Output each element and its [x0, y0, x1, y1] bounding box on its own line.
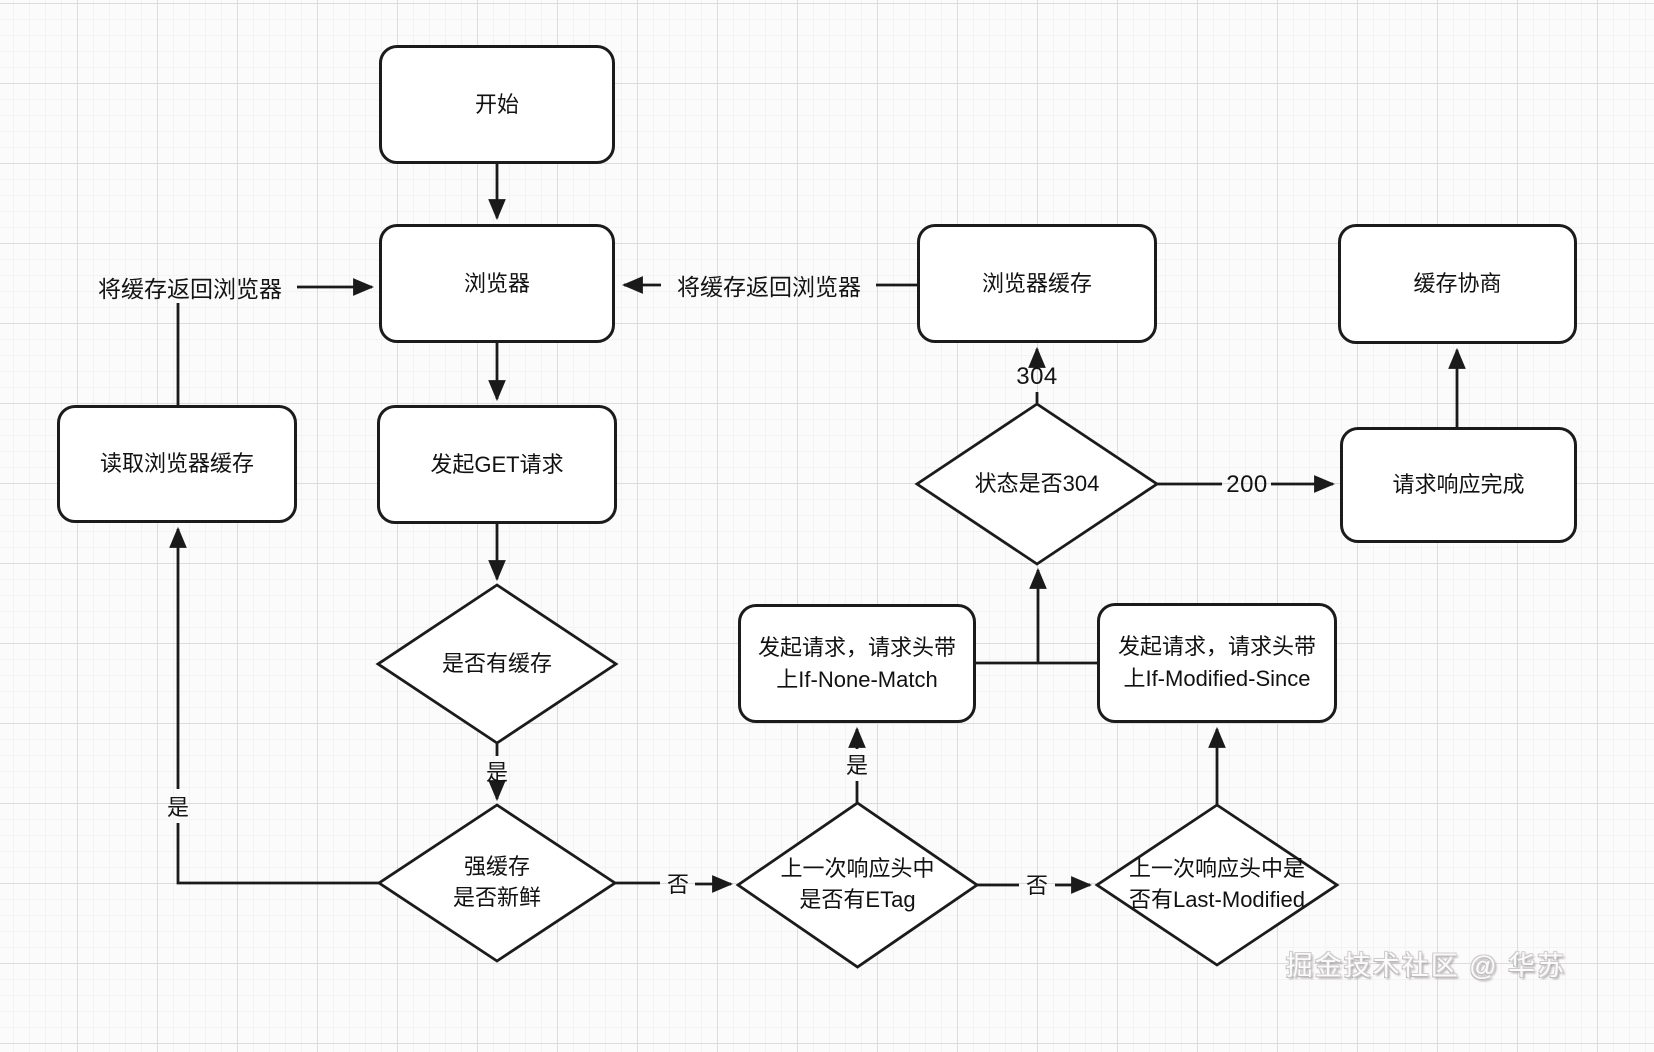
diamond-has-cache-label: 是否有缓存 [441, 650, 552, 676]
node-browser-cache: 浏览器缓存 [917, 224, 1157, 343]
node-get-request: 发起GET请求 [377, 405, 617, 524]
diamond-shape [917, 404, 1157, 564]
edge-label-no-etag: 否 [1025, 873, 1049, 898]
node-browser: 浏览器 [379, 224, 615, 343]
edge-request-boxes-to-status304 [976, 567, 1097, 665]
watermark: 掘金技术社区 @ 华苏 [1285, 951, 1566, 981]
node-browser-cache-label: 浏览器缓存 [981, 270, 1092, 296]
edge-label-return-cache-right: 将缓存返回浏览器 [677, 274, 861, 300]
edge-label-yes-to-read-cache: 是 [166, 795, 190, 820]
node-response-complete-label: 请求响应完成 [1392, 472, 1525, 498]
edge-strong-cache-yes-to-read-cache [169, 526, 379, 885]
node-start-label: 开始 [474, 91, 519, 117]
diamond-shape [379, 805, 615, 961]
edge-label-yes-has-cache: 是 [485, 760, 509, 785]
diamond-shape [378, 585, 616, 743]
diamond-has-last-modified: 上一次响应头中是 否有Last-Modified [1097, 805, 1337, 965]
diamond-has-cache: 是否有缓存 [378, 585, 616, 743]
diamond-shape [738, 803, 977, 967]
node-start: 开始 [379, 45, 615, 164]
diamond-shape [1097, 805, 1337, 965]
diamond-has-last-modified-label: 上一次响应头中是 否有Last-Modified [1128, 856, 1306, 912]
node-read-browser-cache: 读取浏览器缓存 [57, 405, 297, 523]
node-read-browser-cache-label: 读取浏览器缓存 [99, 451, 254, 477]
node-cache-negotiation-label: 缓存协商 [1413, 271, 1502, 297]
edge-label-no-fresh: 否 [666, 872, 690, 897]
node-if-modified-since: 发起请求，请求头带 上If-Modified-Since [1097, 603, 1337, 723]
edge-label-304: 304 [1016, 363, 1058, 390]
diamond-has-etag-label: 上一次响应头中 是否有ETag [780, 856, 935, 912]
node-if-none-match-label: 发起请求，请求头带 上If-None-Match [757, 634, 956, 692]
node-if-none-match: 发起请求，请求头带 上If-None-Match [738, 604, 976, 723]
diamond-status-304-label: 状态是否304 [974, 470, 1100, 496]
node-get-request-label: 发起GET请求 [430, 451, 564, 477]
node-cache-negotiation: 缓存协商 [1338, 224, 1577, 344]
node-if-modified-since-label: 发起请求，请求头带 上If-Modified-Since [1117, 634, 1316, 691]
edge-label-200: 200 [1226, 471, 1268, 498]
node-response-complete: 请求响应完成 [1340, 427, 1577, 543]
diamond-status-304: 状态是否304 [917, 404, 1157, 564]
diamond-strong-cache-fresh-label: 强缓存 是否新鲜 [452, 854, 541, 910]
node-browser-label: 浏览器 [463, 270, 530, 296]
edge-label-return-cache-left: 将缓存返回浏览器 [98, 276, 282, 302]
edge-read-cache-to-browser [176, 278, 375, 405]
diamond-has-etag: 上一次响应头中 是否有ETag [738, 803, 977, 967]
diamond-strong-cache-fresh: 强缓存 是否新鲜 [379, 805, 615, 961]
edge-label-yes-etag: 是 [845, 753, 869, 778]
